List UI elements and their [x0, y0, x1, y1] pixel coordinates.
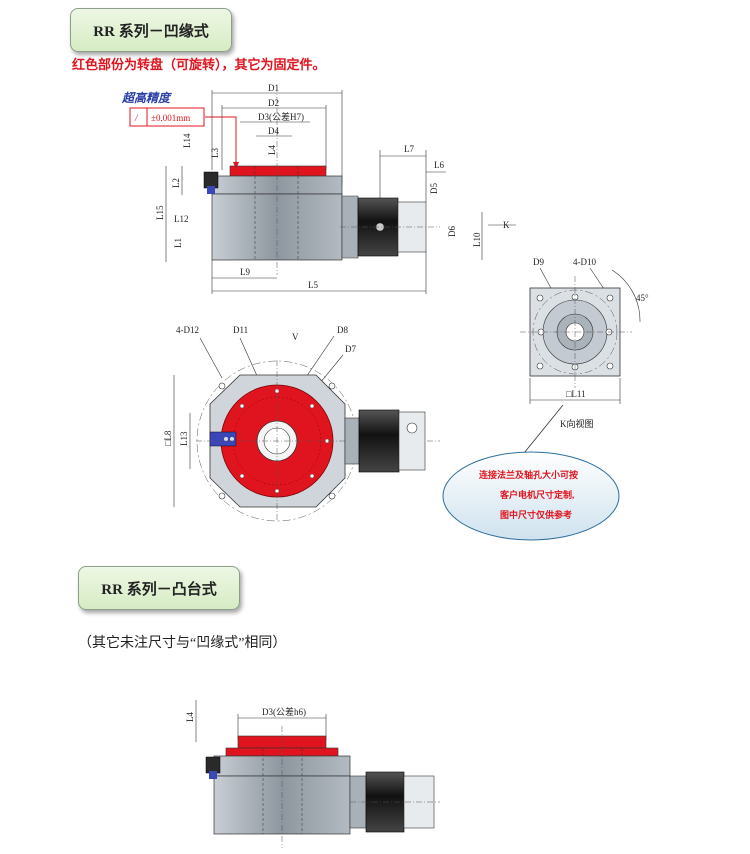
bubble-line1: 连接法兰及轴孔大小可按	[479, 469, 578, 480]
bubble-line3: 图中尺寸仅供参考	[500, 509, 572, 520]
dimension-note: （其它未注尺寸与“凹缘式”相同）	[78, 636, 287, 651]
custom-note-bubble: 连接法兰及轴孔大小可按 客户电机尺寸定制, 图中尺寸仅供参考	[442, 451, 620, 541]
k-view: D9 4-D10 45° □L11 K向视图	[519, 257, 649, 459]
label-d6: D6	[447, 226, 457, 237]
precision-value: ±0.001mm	[151, 113, 190, 123]
label-angle: 45°	[636, 293, 649, 303]
precision-symbol: /	[134, 113, 139, 123]
bubble-line2: 客户电机尺寸定制,	[499, 489, 574, 500]
label-d10: 4-D10	[573, 257, 596, 267]
label-l13: L13	[179, 431, 189, 446]
label-l14: L14	[182, 133, 192, 148]
label-l4: L4	[267, 145, 277, 155]
label-l15: L15	[155, 205, 165, 220]
series-title-boss: RR 系列－凸台式	[78, 566, 240, 610]
label-d7: D7	[345, 344, 356, 354]
label-d11: D11	[233, 325, 248, 335]
top-view: 4-D12 D11 D8 D7 V □L8	[163, 325, 440, 522]
rotating-part-note: 红色部份为转盘（可旋转），其它为固定件。	[72, 57, 326, 72]
label-d3: D3(公差H7)	[258, 111, 304, 122]
label-l9: L9	[240, 267, 250, 277]
series-title-concave-text: RR 系列－凹缘式	[93, 23, 209, 40]
side-view: 超高精度 / ±0.001mm D1 D2 D3(公差H7) D4 L3 L14…	[121, 83, 516, 294]
label-d4: D4	[268, 126, 279, 136]
label-d2: D2	[268, 98, 279, 108]
series-title-boss-text: RR 系列－凸台式	[101, 581, 217, 598]
label-d1: D1	[268, 83, 279, 93]
label-d5: D5	[429, 183, 439, 194]
series-title-concave: RR 系列－凹缘式	[70, 8, 232, 52]
label-v: V	[292, 332, 299, 342]
label-l8: □L8	[163, 430, 173, 446]
label-l1: L1	[173, 238, 183, 248]
label-l6: L6	[434, 160, 444, 170]
label-l2: L2	[171, 178, 181, 188]
turntable-red-top	[229, 165, 327, 177]
label-l3: L3	[210, 148, 220, 158]
housing-body	[211, 193, 343, 261]
label-l11: □L11	[566, 389, 586, 399]
kview-caption: K向视图	[560, 418, 594, 429]
label-l10: L10	[472, 232, 482, 247]
motor-top	[358, 409, 400, 473]
label-d12: 4-D12	[176, 325, 199, 335]
label-boss-l4: L4	[185, 712, 195, 722]
label-l12: L12	[174, 214, 189, 224]
label-d9: D9	[533, 257, 544, 267]
precision-title: 超高精度	[121, 91, 172, 105]
label-l7: L7	[404, 144, 414, 154]
label-boss-d3: D3(公差h6)	[262, 706, 306, 717]
precision-box	[129, 107, 205, 127]
boss-view: L4 D3(公差h6)	[185, 700, 440, 848]
connector-blue	[209, 431, 237, 447]
label-d8: D8	[337, 325, 348, 335]
label-l5: L5	[308, 280, 318, 290]
